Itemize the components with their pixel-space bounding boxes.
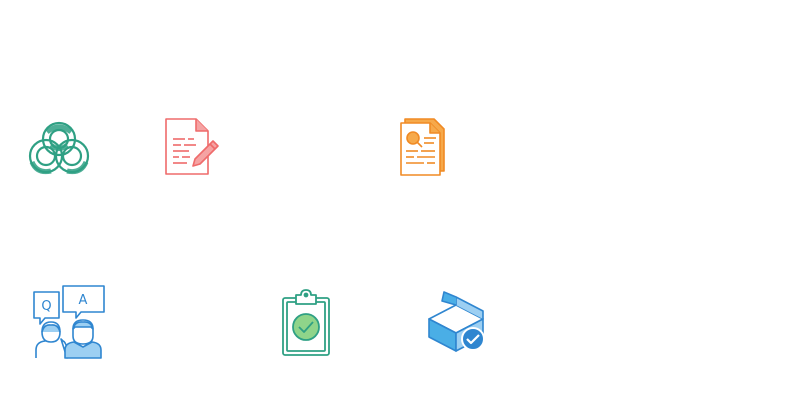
clipboard-check-icon <box>279 288 333 358</box>
document-search-icon <box>398 117 450 177</box>
document-edit-icon <box>163 117 221 177</box>
a-letter: A <box>79 293 88 308</box>
qa-support-icon: Q A <box>31 284 107 362</box>
package-check-icon <box>426 291 488 354</box>
q-letter: Q <box>41 299 51 314</box>
knot-icon <box>27 118 91 178</box>
